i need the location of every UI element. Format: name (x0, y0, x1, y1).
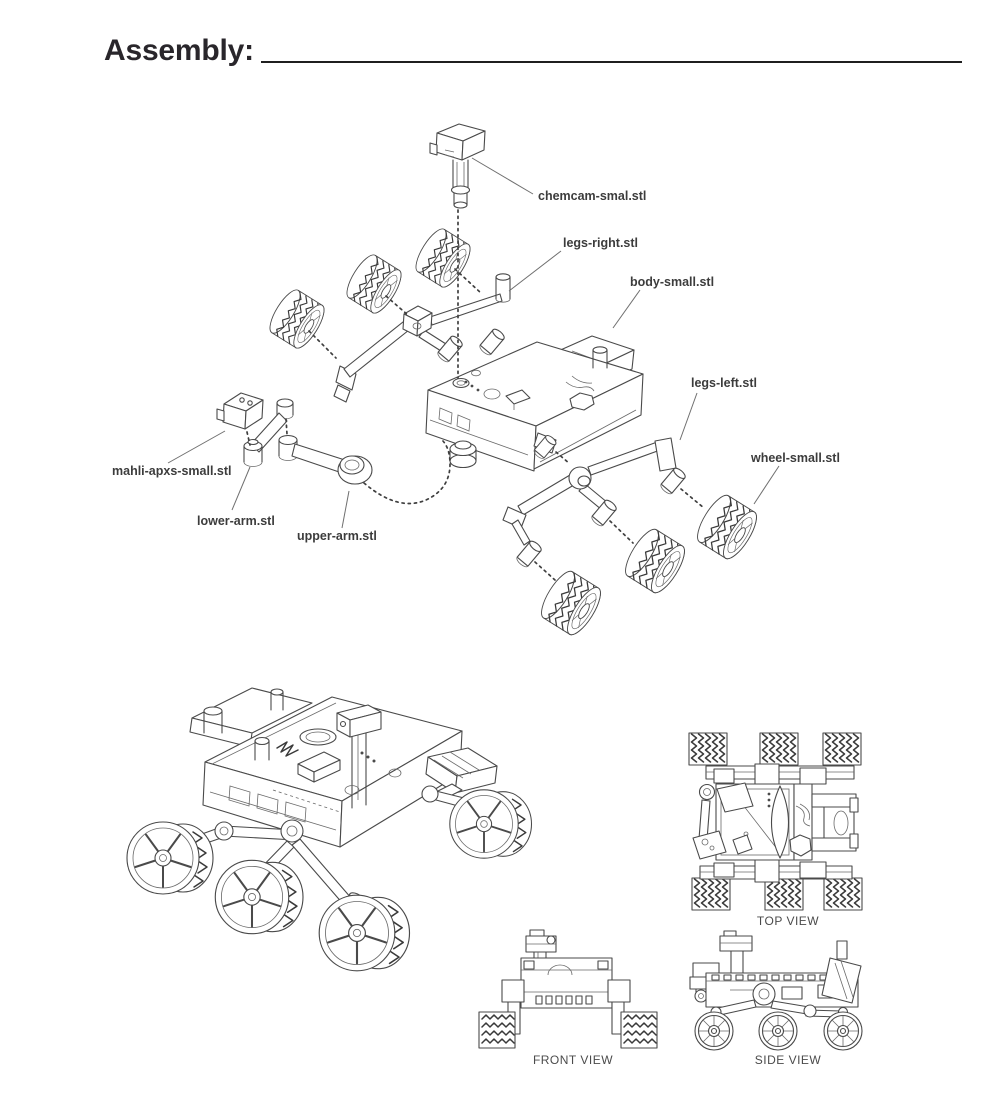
top-view-caption: TOP VIEW (756, 914, 820, 928)
title-rule (261, 61, 962, 63)
part-label-mahli-apxs: mahli-apxs-small.stl (112, 464, 232, 478)
part-label-wheel-small: wheel-small.stl (751, 451, 840, 465)
exploded-wheels-left (535, 490, 763, 640)
part-label-chemcam: chemcam-smal.stl (538, 189, 647, 203)
label-leader-lines (167, 157, 780, 529)
side-view-drawing (689, 930, 863, 1051)
front-view-drawing (478, 929, 658, 1049)
exploded-arm-drawing (216, 392, 373, 485)
exploded-legs-left-drawing (502, 437, 688, 570)
side-view-caption: SIDE VIEW (754, 1053, 822, 1067)
exploded-body-drawing (425, 335, 644, 472)
exploded-diagram (167, 123, 780, 640)
part-label-legs-right: legs-right.stl (563, 236, 639, 250)
part-label-body-small: body-small.stl (630, 275, 715, 289)
page-title: Assembly: (104, 34, 254, 67)
part-label-legs-left: legs-left.stl (691, 376, 757, 390)
part-label-upper-arm: upper-arm.stl (297, 529, 377, 543)
exploded-legs-right-drawing (333, 273, 511, 403)
assembled-rover-drawing (126, 687, 533, 972)
exploded-chemcam-drawing (429, 123, 486, 209)
dotted-connectors (246, 209, 705, 581)
part-label-lower-arm: lower-arm.stl (197, 514, 275, 528)
top-view-drawing (688, 732, 863, 911)
front-view-caption: FRONT VIEW (532, 1053, 614, 1067)
exploded-wheels-right (264, 224, 476, 353)
